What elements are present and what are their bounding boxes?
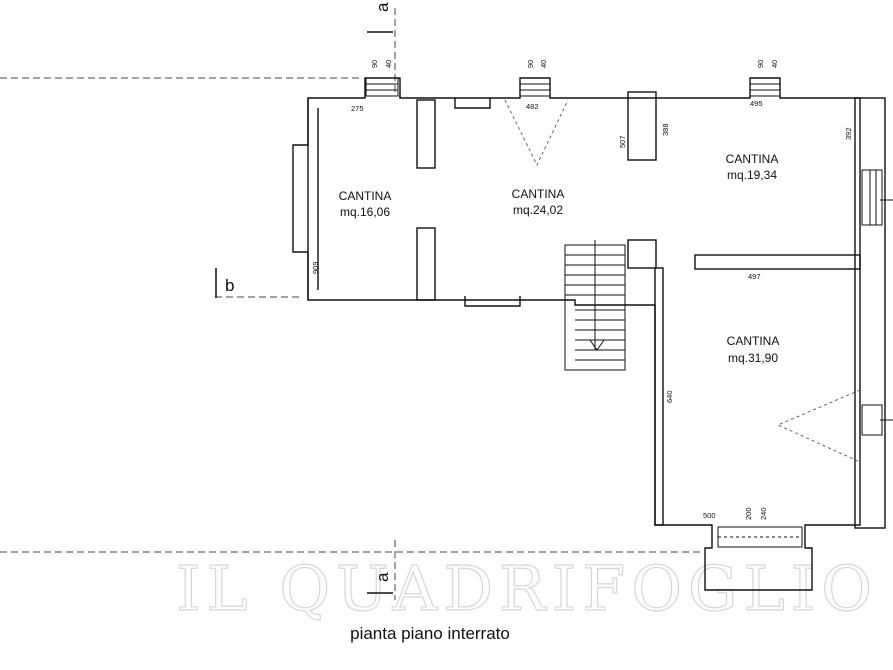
dim-door-h: 200 [744, 507, 753, 520]
dim-win2-w: 40 [539, 60, 548, 68]
dim-497: 497 [748, 272, 761, 281]
section-marker-a-top: a [367, 2, 393, 33]
room-area: mq.16,06 [340, 205, 390, 219]
dim-507: 507 [618, 135, 627, 148]
section-letter-b: b [225, 276, 234, 295]
room-name: CANTINA [727, 334, 780, 348]
door-swings [504, 99, 861, 463]
dim-win2-h: 90 [526, 60, 535, 68]
dim-495: 495 [750, 99, 763, 108]
dim-482: 482 [526, 102, 539, 111]
dim-door-w: 240 [759, 507, 768, 520]
dim-win1-h: 90 [370, 60, 379, 68]
dim-640: 640 [665, 390, 674, 403]
room-cantina-2: CANTINA mq.24,02 [512, 187, 565, 217]
windows [365, 77, 893, 436]
watermark-text: IL QUADRIFOGLIO [176, 552, 878, 625]
property-boundary [0, 8, 700, 600]
dim-392: 392 [844, 127, 853, 140]
room-cantina-1: CANTINA mq.16,06 [339, 189, 392, 219]
dim-909: 909 [311, 261, 320, 274]
dim-win3-w: 40 [770, 60, 779, 68]
dim-275: 275 [351, 104, 364, 113]
section-letter-a-bottom: a [373, 572, 392, 582]
room-area: mq.24,02 [513, 203, 563, 217]
section-marker-b: b [215, 268, 234, 298]
room-name: CANTINA [339, 189, 392, 203]
dim-388: 388 [661, 123, 670, 136]
room-cantina-4: CANTINA mq.31,90 [727, 334, 780, 365]
dimension-labels: 90 40 90 40 90 40 200 240 275 482 495 50… [311, 60, 853, 520]
room-cantina-3: CANTINA mq.19,34 [726, 152, 779, 182]
staircase [564, 240, 626, 371]
dim-win3-h: 90 [756, 60, 765, 68]
room-area: mq.31,90 [728, 351, 778, 365]
section-letter-a-top: a [373, 2, 392, 12]
room-area: mq.19,34 [727, 168, 777, 182]
plan-caption: pianta piano interrato [350, 624, 510, 643]
room-name: CANTINA [512, 187, 565, 201]
room-name: CANTINA [726, 152, 779, 166]
entrance-door [717, 526, 803, 548]
dim-500: 500 [703, 511, 716, 520]
section-marker-a-bottom: a [367, 572, 393, 594]
walls [292, 77, 886, 591]
dim-win1-w: 40 [384, 60, 393, 68]
